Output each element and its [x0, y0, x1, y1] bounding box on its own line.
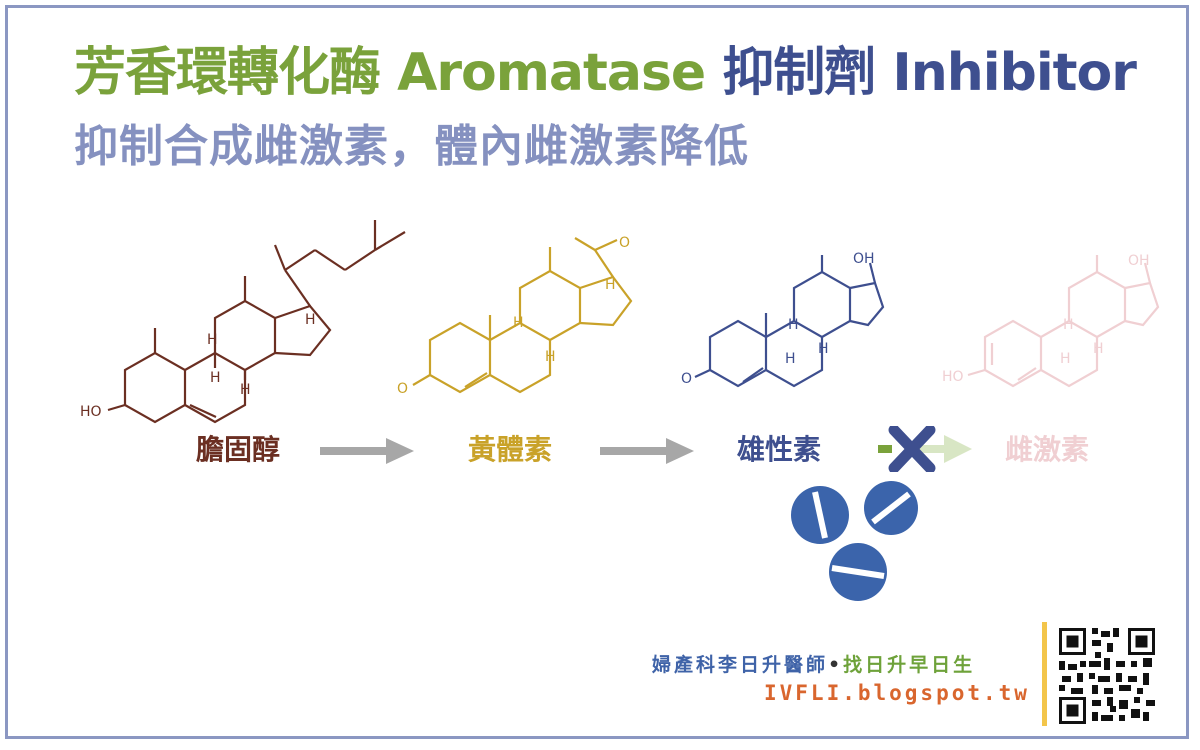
title-zh2: 抑制劑 [722, 43, 876, 103]
footer-divider [1042, 622, 1047, 726]
footer-doctor: 婦產科李日升醫師 [652, 654, 829, 676]
atom-oh: OH [853, 251, 875, 267]
atom-h-a: H [513, 315, 524, 331]
label-androgen: 雄性素 [736, 433, 821, 466]
qr-code[interactable] [1056, 625, 1158, 727]
atom-o-left: O [397, 381, 408, 397]
title-zh: 芳香環轉化酶 [74, 43, 381, 103]
footer-credit: 婦產科李日升醫師•找日升早日生 [652, 650, 975, 677]
atom-h-z: H [785, 351, 796, 367]
footer-dot: • [828, 654, 844, 676]
atom-ho: HO [80, 404, 102, 420]
atom-h-y: H [818, 341, 829, 357]
atom-h4: H [305, 312, 316, 328]
atom-h2: H [240, 382, 251, 398]
footer-url[interactable]: IVFLI.blogspot.tw [764, 681, 1030, 705]
atom-h3: H [207, 332, 218, 348]
x-block-icon [878, 426, 972, 472]
title-en2: Inhibitor [892, 43, 1136, 103]
atom-h-c: H [605, 277, 616, 293]
atom-h-x: H [788, 317, 799, 333]
arrow-icon-1 [320, 438, 414, 464]
label-cholesterol: 膽固醇 [195, 433, 280, 466]
pill-icon [791, 481, 918, 601]
atom-h-e2: H [1093, 341, 1104, 357]
footer-slogan: 找日升早日生 [843, 654, 976, 676]
testosterone-structure: O OH H H H [681, 251, 885, 388]
atom-oh-e: OH [1128, 253, 1150, 269]
atom-h1: H [210, 370, 221, 386]
atom-h-e1: H [1063, 317, 1074, 333]
title-en: Aromatase [397, 43, 706, 103]
atom-h-b: H [545, 349, 556, 365]
main-title: 芳香環轉化酶 Aromatase 抑制劑 Inhibitor [74, 30, 1137, 105]
atom-o-top: O [619, 235, 630, 251]
frame-border [5, 5, 1189, 739]
subtitle: 抑制合成雌激素，體內雌激素降低 [74, 121, 749, 172]
cholesterol-structure: HO H H H H [80, 220, 406, 424]
atom-ho-e: HO [942, 369, 964, 385]
estradiol-structure: HO OH H H H [942, 253, 1160, 388]
progesterone-structure: O O H H H [397, 235, 633, 397]
label-estrogen: 雌激素 [1004, 433, 1089, 466]
atom-h-e3: H [1060, 351, 1071, 367]
arrow-icon-2 [600, 438, 694, 464]
atom-o: O [681, 371, 692, 387]
label-progesterone: 黃體素 [467, 433, 552, 466]
